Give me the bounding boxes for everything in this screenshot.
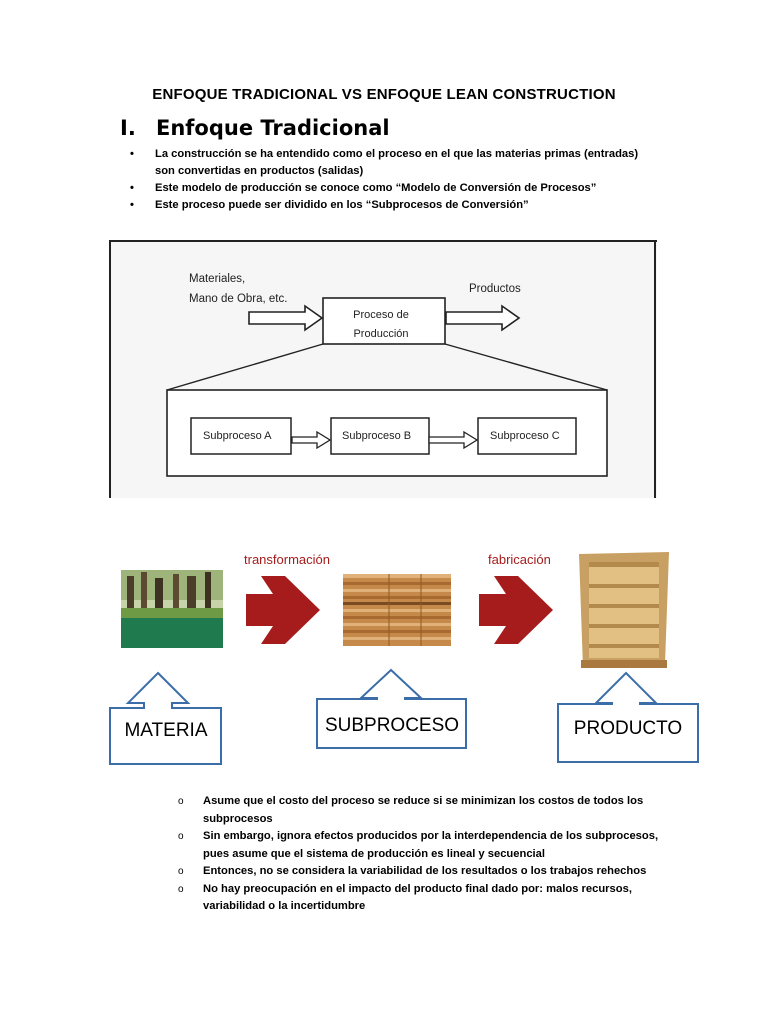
- note-text: Entonces, no se considera la variabilida…: [203, 865, 647, 877]
- sub-arrow-b-c-icon: [428, 430, 479, 450]
- subprocess-a-box: [190, 417, 292, 455]
- note-item: o No hay preocupación en el impacto del p…: [178, 881, 668, 916]
- expand-line-left: [166, 343, 324, 391]
- arrow2-label: fabricación: [488, 552, 551, 567]
- subprocess-a-label: Subproceso A: [203, 430, 272, 442]
- input-label-line1: Materiales,: [189, 273, 245, 285]
- bullet-list: • La construcción se ha entendido como el…: [130, 146, 650, 214]
- process-box: [322, 297, 446, 345]
- producto-callout-shape: [557, 671, 699, 763]
- note-text: Asume que el costo del proceso se reduce…: [203, 795, 644, 825]
- production-process-diagram: Materiales, Mano de Obra, etc. Proceso d…: [109, 240, 657, 498]
- input-label-line2: Mano de Obra, etc.: [189, 293, 287, 305]
- section-title: Enfoque Tradicional: [156, 116, 390, 140]
- illustration-svg: transformación fabricación: [121, 546, 673, 676]
- subproceso-callout: SUBPROCESO: [316, 668, 467, 749]
- circle-bullet-icon: o: [178, 866, 184, 877]
- process-label-line2: Producción: [353, 328, 408, 340]
- bullet-item: • Este modelo de producción se conoce com…: [130, 180, 650, 197]
- subproceso-callout-shape: [316, 668, 467, 749]
- note-text: Sin embargo, ignora efectos producidos p…: [203, 830, 659, 860]
- bookshelf-image: [579, 552, 669, 668]
- process-diagram-svg: Materiales, Mano de Obra, etc. Proceso d…: [109, 240, 657, 498]
- sub-arrow-a-b-icon: [291, 430, 332, 450]
- subproceso-label: SUBPROCESO: [325, 715, 459, 736]
- note-item: o Sin embargo, ignora efectos producidos …: [178, 828, 668, 863]
- circle-bullet-icon: o: [178, 883, 184, 895]
- section-number: I.: [120, 116, 136, 140]
- materia-label: MATERIA: [124, 720, 207, 741]
- materia-callout-shape: [109, 671, 222, 765]
- bullet-text: Este proceso puede ser dividido en los “…: [155, 199, 529, 211]
- fabrication-arrow-icon: [479, 576, 553, 644]
- bullet-icon: •: [130, 182, 134, 194]
- notes-list: o Asume que el costo del proceso se reduc…: [178, 793, 668, 916]
- process-label-line1: Proceso de: [353, 309, 409, 321]
- subprocess-b-box: [330, 417, 430, 455]
- bullet-text: Este modelo de producción se conoce como…: [155, 182, 597, 194]
- bullet-item: • La construcción se ha entendido como el…: [130, 146, 650, 180]
- input-arrow-icon: [248, 304, 324, 332]
- producto-callout: PRODUCTO: [557, 671, 699, 763]
- subprocess-b-label: Subproceso B: [342, 430, 411, 442]
- transformation-illustration: transformación fabricación: [121, 546, 673, 676]
- bullet-text: La construcción se ha entendido como el …: [155, 148, 639, 177]
- subprocess-c-label: Subproceso C: [490, 430, 560, 442]
- bullet-icon: •: [130, 148, 134, 160]
- forest-image: [121, 570, 223, 648]
- note-item: o Asume que el costo del proceso se reduc…: [178, 793, 668, 828]
- document-title: ENFOQUE TRADICIONAL VS ENFOQUE LEAN CONS…: [152, 86, 616, 103]
- arrow1-label: transformación: [244, 552, 330, 567]
- circle-bullet-icon: o: [178, 796, 184, 807]
- bullet-icon: •: [130, 199, 134, 211]
- materia-callout: MATERIA: [109, 671, 222, 765]
- note-item: o Entonces, no se considera la variabilid…: [178, 863, 668, 881]
- producto-label: PRODUCTO: [574, 718, 682, 739]
- output-arrow-icon: [445, 304, 521, 332]
- output-label: Productos: [469, 283, 521, 295]
- transformation-arrow-icon: [246, 576, 320, 644]
- bullet-item: • Este proceso puede ser dividido en los …: [130, 197, 650, 214]
- section-heading: I. Enfoque Tradicional: [120, 116, 390, 140]
- lumber-image: [343, 574, 451, 646]
- expand-line-right: [444, 343, 608, 391]
- subprocess-c-box: [477, 417, 577, 455]
- circle-bullet-icon: o: [178, 831, 184, 842]
- note-text: No hay preocupación en el impacto del pr…: [203, 882, 632, 913]
